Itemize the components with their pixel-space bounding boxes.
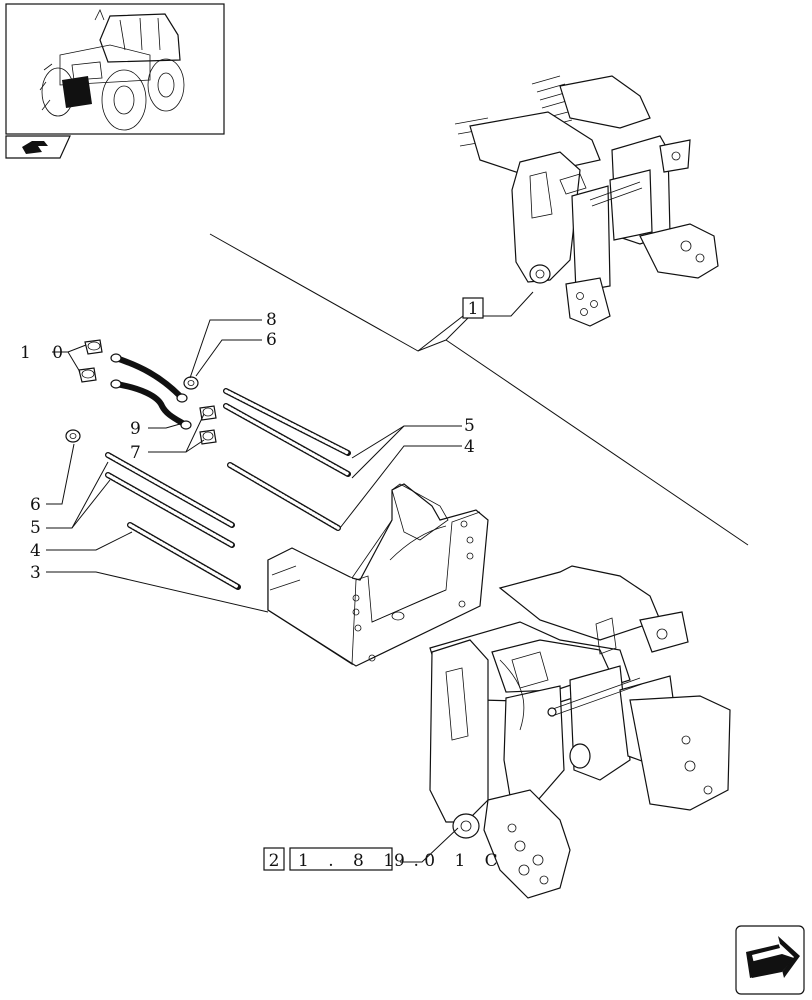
next-page-arrow-icon[interactable]	[735, 925, 805, 995]
callout-5-left: 5	[30, 518, 41, 538]
fitting-7a	[199, 405, 217, 421]
callout-9: 9	[130, 419, 141, 439]
callout-7: 7	[130, 443, 141, 463]
tractor-thumbnail-icon	[5, 3, 225, 135]
callout-6-lower: 6	[30, 495, 41, 515]
callout-4-left: 4	[30, 541, 41, 561]
separator-line	[209, 233, 749, 546]
lower-lift-assembly	[429, 565, 731, 899]
threaded-rod-5d	[105, 472, 235, 548]
fitting-10a	[84, 339, 103, 355]
callout-4-right: 4	[464, 437, 475, 457]
reference-box-number: 2	[269, 851, 280, 871]
washer-6b	[65, 429, 81, 443]
reference-code-boxed: 1 . 8 1 .	[298, 851, 426, 871]
reference-code: 2 1 . 8 1 . 9 0 1 C	[263, 847, 505, 871]
reference-box-number-frame	[263, 847, 285, 871]
callout-5-right: 5	[464, 416, 475, 436]
callout-8: 8	[266, 310, 277, 330]
callout-labels: 1 0 8 6 9 7 5 4 6 5 4 3	[20, 310, 475, 583]
threaded-rod-4b	[127, 522, 241, 590]
fitting-7b	[199, 429, 217, 445]
threaded-rod-5a	[223, 388, 351, 456]
svg-text:1: 1	[468, 299, 479, 319]
fitting-10b	[78, 367, 97, 383]
callout-3: 3	[30, 563, 41, 583]
pipe-8	[110, 353, 188, 403]
reference-code-tail: 9 0 1 C	[394, 851, 505, 871]
threaded-rod-5c	[105, 452, 235, 528]
callout-6-upper: 6	[266, 330, 277, 350]
pipe-9	[110, 379, 192, 430]
mounting-bracket-3	[267, 483, 489, 667]
threaded-rod-4a	[227, 462, 341, 531]
upper-lift-assembly	[454, 75, 719, 327]
callout-10: 1 0	[20, 343, 71, 363]
washer-6a	[183, 376, 199, 390]
threaded-rod-5b	[223, 403, 351, 477]
leader-lines	[46, 319, 462, 863]
hand-pointer-icon	[5, 135, 71, 159]
reference-code-frame	[289, 847, 393, 871]
callout-1: 1	[462, 297, 484, 319]
